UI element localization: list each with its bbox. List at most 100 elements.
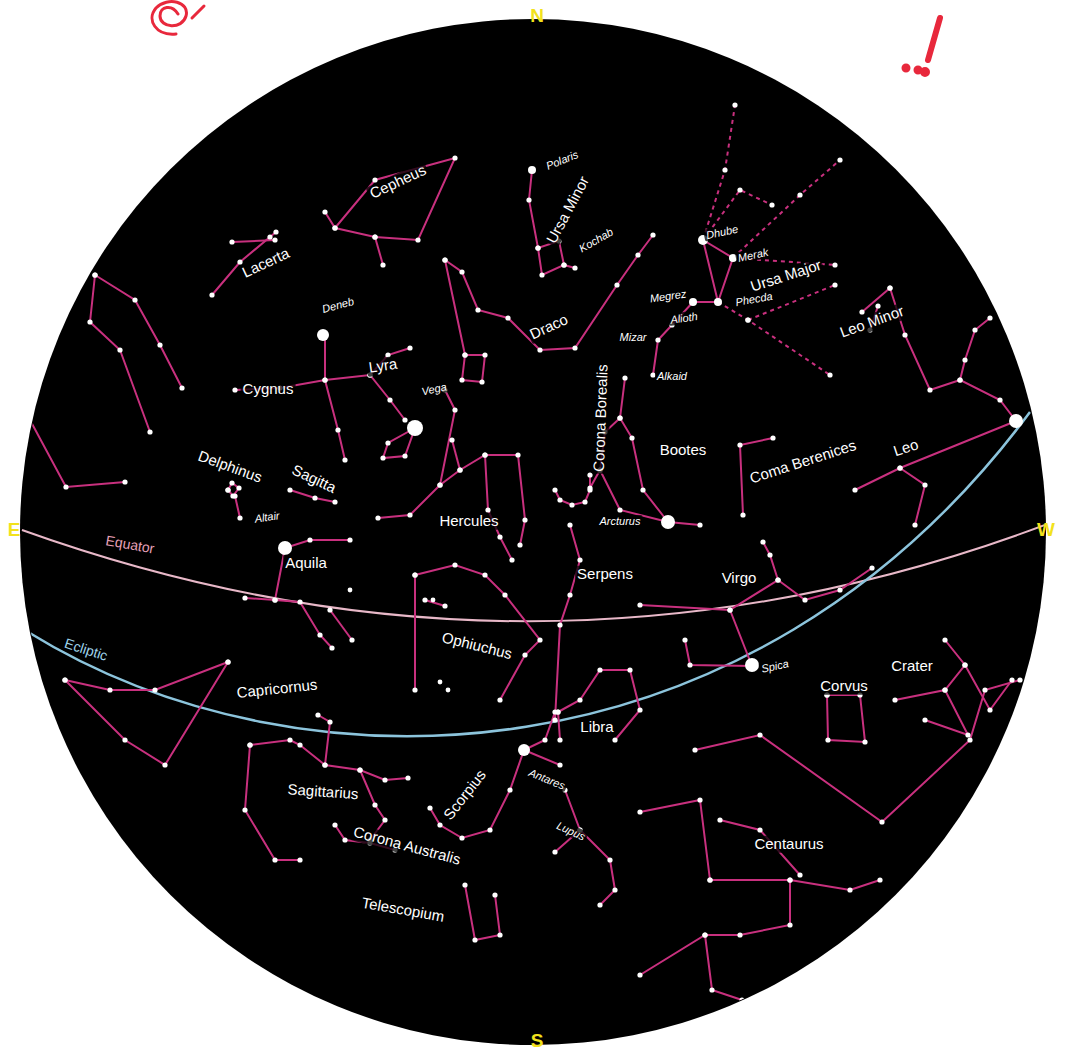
star-dot (452, 407, 457, 412)
star-dot (438, 680, 443, 685)
constellation-name: Libra (578, 719, 615, 736)
star-dot (382, 817, 387, 822)
star-dot (877, 877, 882, 882)
constellation-line (640, 800, 710, 880)
star-dot (327, 719, 332, 724)
constellation-line (430, 750, 524, 838)
star-dot (892, 697, 897, 702)
star-dot (107, 687, 112, 692)
star-dot (897, 465, 902, 470)
star-dot (561, 262, 566, 267)
star-dot (962, 357, 967, 362)
constellation-name: Capricornus (234, 676, 320, 701)
constellation-line (235, 496, 240, 518)
sky-disc (20, 19, 1046, 1045)
star-dot (875, 303, 880, 308)
star-dot (717, 817, 722, 822)
star-dot (572, 265, 577, 270)
star-name: Deneb (319, 294, 357, 315)
star-dot (509, 557, 514, 562)
star-dot (622, 375, 627, 380)
star-dot (297, 599, 302, 604)
star-dot (927, 387, 932, 392)
star-dot (832, 282, 837, 287)
star-dot (1009, 414, 1023, 428)
star-dot (317, 329, 329, 341)
star-dot (912, 522, 917, 527)
star-dot (117, 347, 122, 352)
star-dot (407, 420, 423, 436)
star-dot (452, 562, 457, 567)
compass-point: E (6, 520, 23, 541)
star-dot (402, 417, 407, 422)
constellation-line (855, 318, 1016, 490)
star-dot (229, 480, 234, 485)
constellation-name: Coma Berenices (746, 436, 860, 487)
star-dot (682, 637, 687, 642)
circle-label: Ecliptic (61, 635, 112, 665)
star-dot (315, 712, 320, 717)
star-dot (552, 849, 557, 854)
star-dot (518, 744, 530, 756)
star-dot (412, 572, 417, 577)
star-dot (702, 932, 707, 937)
star-dot (617, 415, 622, 420)
star-dot (322, 377, 327, 382)
star-dot (482, 452, 487, 457)
star-dot (122, 479, 127, 484)
star-dot (380, 455, 385, 460)
star-dot (637, 972, 642, 977)
star-dot (487, 827, 492, 832)
star-dot (727, 607, 732, 612)
star-name: Megrez (647, 287, 689, 305)
constellation-line (718, 302, 830, 375)
star-dot (327, 607, 332, 612)
star-dot (247, 742, 252, 747)
star-dot (492, 892, 497, 897)
star-dot (415, 237, 420, 242)
stars (27, 102, 1023, 1002)
compass-point: N (528, 6, 546, 27)
constellation-line (65, 662, 228, 765)
star-dot (402, 453, 407, 458)
star-dot (557, 497, 562, 502)
star-dot (528, 166, 536, 174)
star-dot (962, 662, 967, 667)
constellation-line (695, 680, 1020, 822)
star-dot (1009, 677, 1014, 682)
constellation-line (653, 240, 733, 375)
constellation-name: Centaurus (752, 836, 825, 853)
star-dot (737, 187, 742, 192)
sky-content (22, 102, 1045, 1002)
constellation-line (640, 605, 730, 610)
star-dot (617, 415, 622, 420)
star-dot (162, 762, 167, 767)
star-dot (637, 602, 642, 607)
constellation-line (250, 740, 408, 780)
constellation-line (325, 335, 345, 460)
star-dot (62, 677, 67, 682)
red-dot (903, 65, 909, 71)
star-dot (462, 352, 467, 357)
constellation-line (524, 712, 555, 750)
star-dot (982, 687, 987, 692)
star-dot (879, 819, 884, 824)
star-dot (745, 658, 759, 672)
star-dot (307, 537, 312, 542)
star-dot (329, 645, 334, 650)
star-dot (232, 387, 237, 392)
star-dot (687, 662, 692, 667)
constellation-line (778, 568, 872, 600)
star-dot (382, 777, 387, 782)
constellation-line (555, 525, 580, 720)
star-dot (637, 809, 642, 814)
star-dot (387, 397, 392, 402)
star-dot (442, 603, 447, 608)
star-name: Lupus (553, 818, 589, 843)
star-dot (287, 487, 292, 492)
star-dot (802, 597, 807, 602)
constellation-line (445, 260, 485, 382)
star-dot (349, 637, 354, 642)
star-dot (407, 345, 412, 350)
star-dot (446, 688, 451, 693)
